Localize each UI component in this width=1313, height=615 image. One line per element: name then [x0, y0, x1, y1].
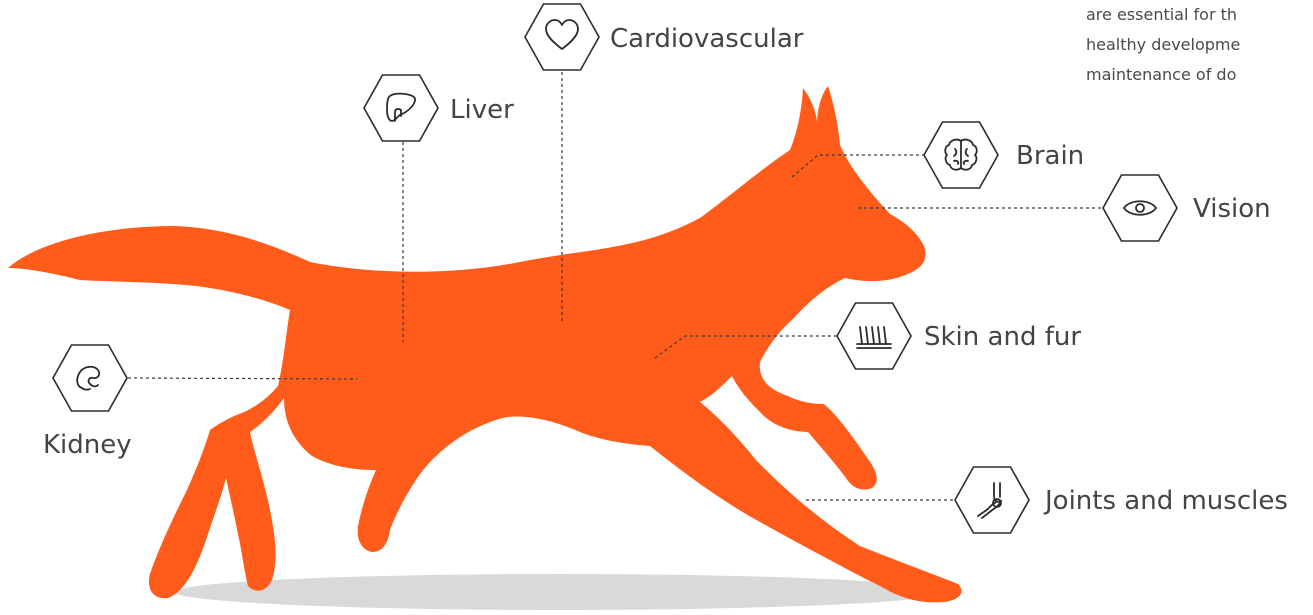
intro-line-1: are essential for th: [1086, 0, 1313, 30]
intro-text: are essential for th healthy developme m…: [1086, 0, 1313, 90]
dog-silhouette: [8, 86, 962, 602]
heart-icon: [525, 4, 599, 70]
brain-icon: [924, 122, 998, 188]
label-joints-and-muscles: Joints and muscles: [1045, 488, 1288, 514]
ground-shadow: [175, 574, 945, 610]
joint-icon: [955, 467, 1029, 533]
label-skin-and-fur: Skin and fur: [924, 324, 1081, 350]
label-brain: Brain: [1016, 143, 1084, 169]
intro-line-2: healthy developme: [1086, 30, 1313, 60]
skin-fur-icon: [837, 303, 911, 369]
label-cardiovascular: Cardiovascular: [610, 26, 803, 52]
liver-icon: [364, 75, 438, 141]
intro-line-3: maintenance of do: [1086, 60, 1313, 90]
label-kidney: Kidney: [43, 432, 132, 458]
label-vision: Vision: [1193, 196, 1271, 222]
label-liver: Liver: [450, 97, 514, 123]
eye-icon: [1103, 175, 1177, 241]
kidney-icon: [53, 345, 127, 411]
